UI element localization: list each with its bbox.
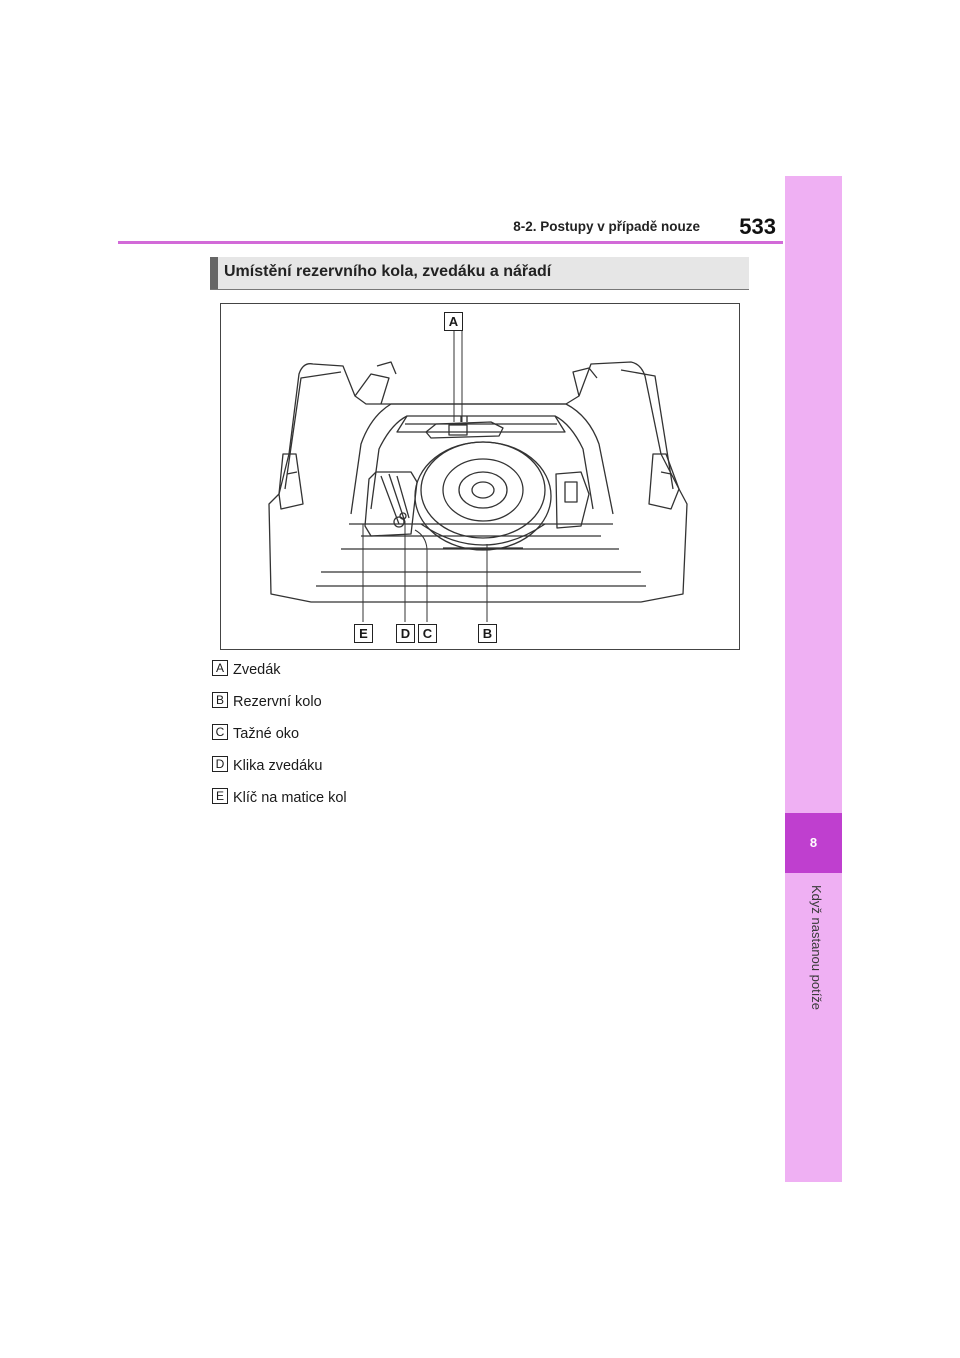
figure-label-a: A: [444, 312, 463, 331]
section-title-rule: [210, 289, 749, 290]
section-title-accent: [210, 257, 218, 289]
legend-tag: B: [212, 692, 228, 708]
legend-text: Zvedák: [233, 662, 281, 678]
chapter-title: Když nastanou potíže: [809, 885, 824, 1011]
figure-label-d: D: [396, 624, 415, 643]
figure-label-c: C: [418, 624, 437, 643]
legend-text: Klika zvedáku: [233, 758, 323, 774]
legend-text: Rezervní kolo: [233, 694, 322, 710]
figure-label-b: B: [478, 624, 497, 643]
trunk-drawing: [268, 331, 688, 622]
legend-tag: A: [212, 660, 228, 676]
legend-text: Klíč na matice kol: [233, 790, 347, 806]
chapter-number: 8: [809, 835, 818, 850]
running-header: 8-2. Postupy v případě nouze: [513, 219, 700, 234]
section-title: Umístění rezervního kola, zvedáku a nářa…: [224, 263, 552, 280]
legend-text: Tažné oko: [233, 726, 300, 742]
chapter-side-tab: [785, 176, 842, 1182]
legend-tag: E: [212, 788, 228, 804]
header-rule: [118, 241, 783, 244]
legend-tag: D: [212, 756, 228, 772]
trunk-illustration: A E D C B: [220, 303, 740, 650]
page-number: 533: [739, 214, 776, 239]
chapter-number-tab: [785, 813, 842, 873]
figure-label-e: E: [354, 624, 373, 643]
legend-tag: C: [212, 724, 228, 740]
section-title-bar: [210, 257, 749, 289]
